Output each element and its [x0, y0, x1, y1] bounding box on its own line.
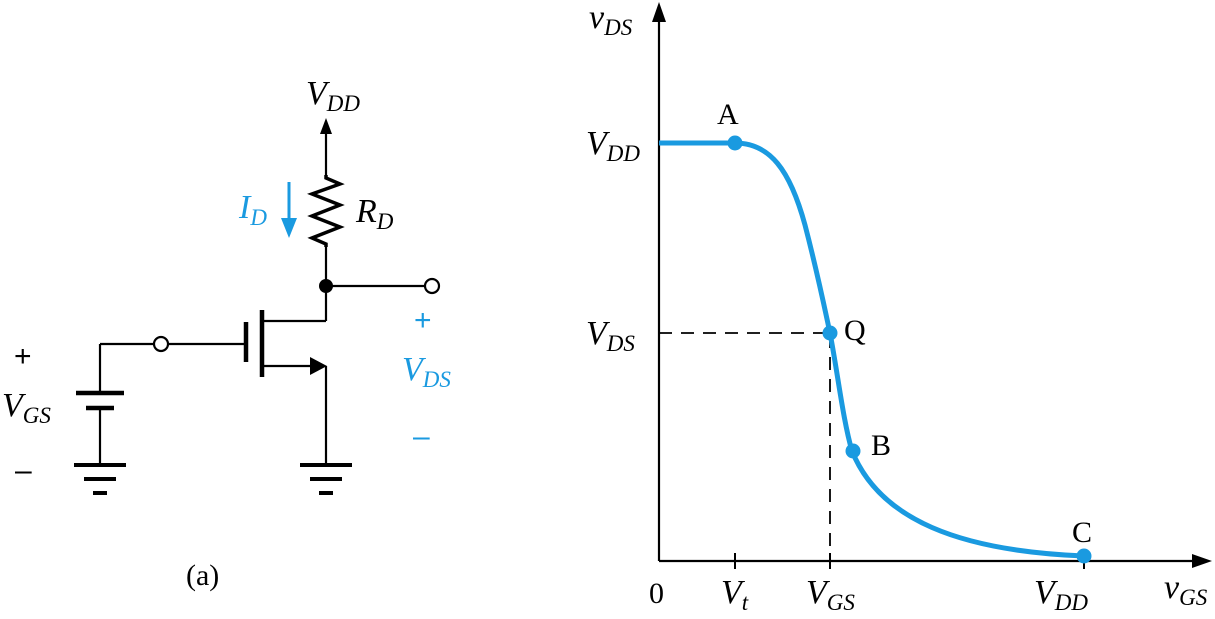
resistor-label: RD [355, 193, 394, 234]
circuit-caption: (a) [186, 559, 219, 592]
y-axis-label: vDS [589, 0, 633, 40]
output-voltage-label: VDS [402, 351, 451, 392]
source-arrowhead [310, 357, 327, 375]
drain-resistor [307, 175, 345, 247]
point-c [1076, 548, 1092, 564]
y-axis-arrowhead [652, 2, 666, 22]
point-q [822, 325, 838, 341]
x-tick-label-vt: Vt [721, 574, 749, 615]
output-terminal [423, 277, 441, 295]
drain-current-label: ID [238, 189, 267, 230]
point-a [727, 135, 743, 151]
supply-arrowhead [320, 118, 332, 134]
input-plus-sign: + [14, 340, 32, 373]
drain-current-arrow [281, 182, 297, 238]
x-tick-label-vgs: VGS [806, 574, 855, 615]
y-tick-label-vdd: VDD [586, 125, 640, 166]
x-axis-label: vGS [1164, 569, 1208, 610]
transfer-curve [659, 140, 1085, 559]
output-plus-sign: + [414, 304, 432, 337]
drain-node [319, 279, 333, 293]
input-voltage-label: VGS [2, 387, 51, 428]
point-b-label: B [871, 429, 891, 462]
x-axis-arrowhead [1192, 554, 1212, 568]
transfer-graph: A Q B C vDS vGS VDD VDS 0 Vt VGS VDD [586, 0, 1212, 615]
origin-label: 0 [649, 577, 664, 610]
y-tick-label-vds: VDS [586, 315, 635, 356]
point-c-label: C [1072, 516, 1092, 549]
input-minus-sign: – [15, 454, 32, 487]
point-q-label: Q [844, 314, 866, 347]
output-minus-sign: – [413, 420, 430, 453]
x-tick-label-vdd: VDD [1034, 574, 1088, 615]
supply-label: VDD [306, 75, 360, 116]
point-b [845, 443, 861, 459]
circuit-schematic [74, 118, 441, 495]
gate-terminal [152, 335, 170, 353]
point-a-label: A [717, 98, 739, 131]
